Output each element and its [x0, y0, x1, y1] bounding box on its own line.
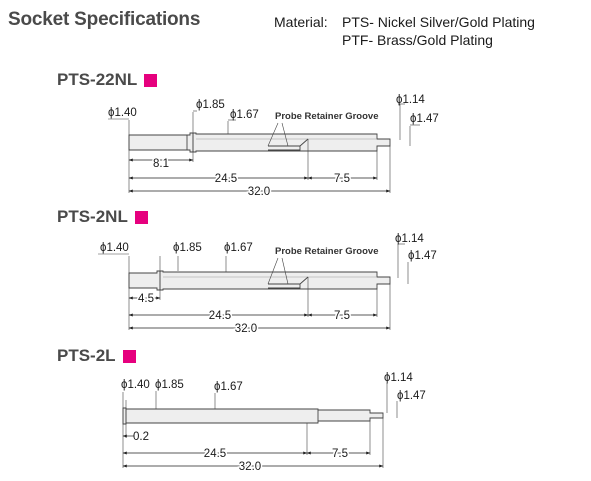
- material-label: Material:: [274, 14, 328, 30]
- color-swatch: [122, 349, 136, 363]
- model-name: PTS-2NL: [57, 207, 128, 226]
- dim-tip-len: 7.5: [332, 448, 348, 460]
- dim-main-len: 24.5: [215, 173, 237, 185]
- dim-d-collar: ϕ1.85: [196, 99, 225, 111]
- dim-total: 32.0: [235, 323, 257, 335]
- drawing-pts-22nl: [108, 103, 420, 193]
- dim-d-tip: ϕ1.14: [395, 233, 424, 245]
- color-swatch: [144, 73, 158, 87]
- dim-d-mid: ϕ1.67: [224, 242, 253, 254]
- model-title-pts-22nl: PTS-22NL: [57, 70, 158, 90]
- dim-d-tip: ϕ1.14: [384, 372, 413, 384]
- dim-d-mid: ϕ1.67: [214, 381, 243, 393]
- dim-collar-pos: 8.1: [153, 158, 169, 170]
- dim-collar-pos: 4.5: [138, 293, 154, 305]
- dim-d-tip2: ϕ1.47: [397, 390, 426, 402]
- material-spec: Material: PTS- Nickel Silver/Gold Platin…: [274, 13, 535, 49]
- groove-label: Probe Retainer Groove: [275, 246, 378, 257]
- drawing-pts-2nl: [98, 243, 409, 330]
- dim-d-collar: ϕ1.85: [173, 242, 202, 254]
- dim-d-tip: ϕ1.14: [396, 94, 425, 106]
- dim-d-collar: ϕ1.85: [155, 379, 184, 391]
- dim-collar-pos: 0.2: [133, 431, 149, 443]
- dim-main-len: 24.5: [209, 310, 231, 322]
- dim-d-left: ϕ1.40: [121, 379, 150, 391]
- labels-pts-2l: ϕ1.40 ϕ1.85 ϕ1.67 ϕ1.14 ϕ1.47 0.2 24.5 7…: [121, 372, 426, 475]
- page-title: Socket Specifications: [8, 9, 201, 30]
- model-name: PTS-22NL: [57, 70, 138, 89]
- drawing-pts-2l: [122, 383, 398, 468]
- dim-d-tip2: ϕ1.47: [410, 113, 439, 125]
- dim-total: 32.0: [239, 461, 261, 473]
- labels-pts-2nl: ϕ1.40 ϕ1.85 ϕ1.67 Probe Retainer Groove …: [100, 233, 437, 337]
- color-swatch: [134, 210, 148, 224]
- dim-main-len: 24.5: [204, 448, 226, 460]
- dim-d-mid: ϕ1.67: [230, 109, 259, 121]
- dim-d-left: ϕ1.40: [108, 107, 137, 119]
- dim-d-left: ϕ1.40: [100, 242, 129, 254]
- labels-pts-22nl: ϕ1.40 ϕ1.85 ϕ1.67 Probe Retainer Groove …: [108, 94, 439, 200]
- dim-total: 32.0: [248, 186, 270, 198]
- model-name: PTS-2L: [57, 346, 116, 365]
- dim-tip-len: 7.5: [334, 310, 350, 322]
- material-line-ptf: PTF- Brass/Gold Plating: [342, 32, 493, 48]
- material-line-pts: PTS- Nickel Silver/Gold Plating: [342, 14, 535, 30]
- model-title-pts-2l: PTS-2L: [57, 346, 136, 366]
- dim-tip-len: 7.5: [334, 173, 350, 185]
- dim-d-tip2: ϕ1.47: [408, 250, 437, 262]
- groove-label: Probe Retainer Groove: [275, 111, 378, 122]
- model-title-pts-2nl: PTS-2NL: [57, 207, 148, 227]
